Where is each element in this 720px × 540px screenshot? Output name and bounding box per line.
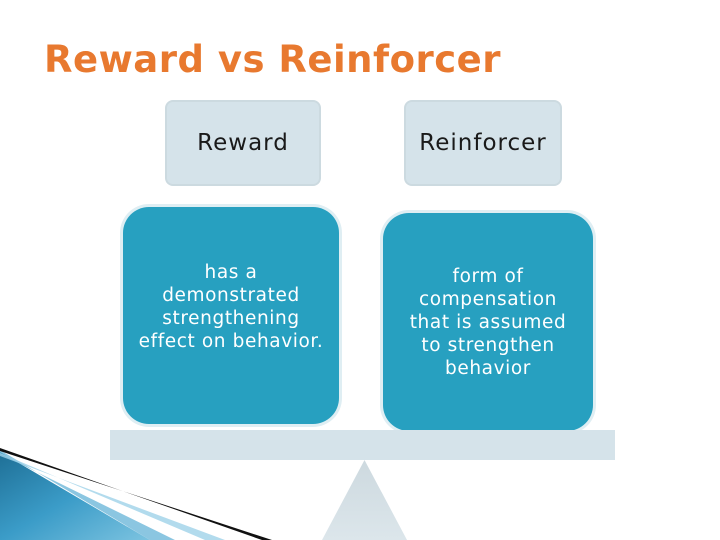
reinforcer-heading: Reinforcer — [419, 130, 547, 156]
reward-description: has a demonstrated strengthening effect … — [138, 261, 324, 352]
reward-heading: Reward — [197, 130, 289, 156]
decorative-swoosh — [0, 448, 272, 540]
reward-heading-box: Reward — [165, 100, 321, 186]
balance-beam — [110, 430, 615, 460]
reinforcer-heading-box: Reinforcer — [404, 100, 562, 186]
reinforcer-description-box: form of compensation that is assumed to … — [383, 213, 593, 431]
reward-description-box: has a demonstrated strengthening effect … — [123, 207, 339, 424]
reinforcer-description: form of compensation that is assumed to … — [409, 265, 567, 379]
slide-title: Reward vs Reinforcer — [44, 38, 502, 81]
balance-fulcrum — [322, 460, 407, 540]
